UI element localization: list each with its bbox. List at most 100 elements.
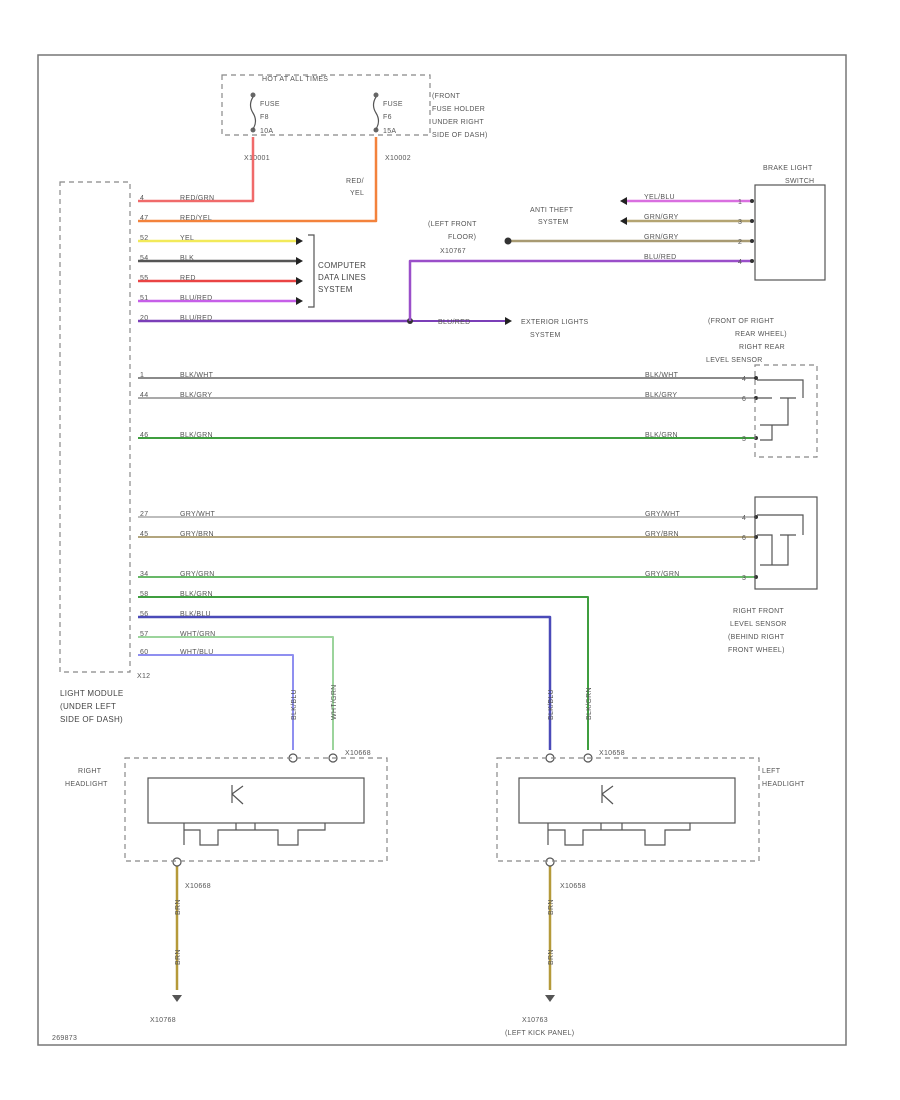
light-module-wire-color: BLK	[180, 255, 194, 262]
front-sensor-pin: 3	[742, 575, 746, 582]
light-module-wire-color: GRY/WHT	[180, 511, 215, 518]
light-module-pin-44: 44	[140, 392, 148, 399]
rear-sensor-pin-dot	[754, 376, 758, 380]
left-headlight-label-2: HEADLIGHT	[762, 781, 805, 788]
brake-wire-color: GRN/GRY	[644, 234, 679, 241]
fuse-conn-2: X10002	[385, 155, 411, 162]
light-module-wire-color: BLK/GRN	[180, 432, 213, 439]
fuse-location-2: FUSE HOLDER	[432, 106, 485, 113]
right-headlight	[124, 757, 388, 862]
rear-sensor-label-4: LEVEL SENSOR	[706, 357, 763, 364]
brake-light-switch-box	[754, 184, 826, 281]
left-headlight-ground-1: X10763	[522, 1017, 548, 1024]
light-module-pin-58: 58	[140, 591, 148, 598]
fuse-conn-1: X10001	[244, 155, 270, 162]
left-headlight-wire1-color: BLK/BLU	[548, 689, 555, 720]
fuse-location-3: UNDER RIGHT	[432, 119, 484, 126]
rear-sensor-wire-color: BLK/GRY	[645, 392, 677, 399]
fuse2-rating: 15A	[383, 128, 396, 135]
left-headlight-ground-2: (LEFT KICK PANEL)	[505, 1030, 574, 1037]
wire-right-headlight-wht-grn	[138, 636, 334, 750]
right-ground-wire-color: BRN	[175, 949, 182, 965]
anti-theft-label-2: SYSTEM	[538, 219, 569, 226]
left-front-floor-3: X10767	[440, 248, 466, 255]
light-module-pin-52: 52	[140, 235, 148, 242]
brake-label-1: BRAKE LIGHT	[763, 165, 813, 172]
light-module-pin-20: 20	[140, 315, 148, 322]
computer-label-3: SYSTEM	[318, 285, 353, 294]
brake-pin-dot	[750, 219, 754, 223]
rear-sensor-label-1: (FRONT OF RIGHT	[708, 318, 775, 325]
front-sensor-label-4: FRONT WHEEL)	[728, 647, 785, 654]
fuse-box: HOT AT ALL TIMES FUSE F8 10A FUSE F6 15A…	[221, 74, 487, 139]
light-module-wire-color: GRY/GRN	[180, 571, 215, 578]
right-headlight-conn: X10668	[345, 750, 371, 757]
wire-right-headlight-wht-blu	[138, 654, 294, 750]
wire-red-grn	[138, 137, 255, 203]
brake-arrow-icon	[620, 197, 627, 205]
left-ground-wire-color: BRN	[548, 899, 555, 915]
exterior-label-1: EXTERIOR LIGHTS	[521, 319, 589, 326]
anti-theft-label-1: ANTI THEFT	[530, 207, 574, 214]
wire-harness	[138, 137, 758, 1002]
fuse-box-title: HOT AT ALL TIMES	[262, 76, 328, 83]
left-front-floor-2: FLOOR)	[448, 234, 476, 241]
computer-arrow-icon	[296, 237, 303, 245]
fuse-wire2-color-2: YEL	[350, 190, 364, 197]
light-module-label-2: (UNDER LEFT	[60, 702, 116, 711]
light-module-pin-45: 45	[140, 531, 148, 538]
computer-arrow-icon	[296, 297, 303, 305]
light-module-pin-56: 56	[140, 611, 148, 618]
brake-wire-color: YEL/BLU	[644, 194, 675, 201]
brake-pin-dot	[750, 259, 754, 263]
light-module-pin-55: 55	[140, 275, 148, 282]
rear-sensor-pin: 6	[742, 396, 746, 403]
right-headlight-ground: X10768	[150, 1017, 176, 1024]
brake-pin-dot	[750, 239, 754, 243]
left-headlight-wire2-color: BLK/GRN	[586, 687, 593, 720]
wire-red-yel	[138, 137, 378, 223]
fuse-location-1: (FRONT	[432, 93, 461, 100]
rear-level-sensor-box	[754, 364, 818, 458]
light-module-label-3: SIDE OF DASH)	[60, 715, 123, 724]
rear-sensor-label-2: REAR WHEEL)	[735, 331, 787, 338]
computer-label-2: DATA LINES	[318, 273, 366, 282]
brake-wire-color: GRN/GRY	[644, 214, 679, 221]
right-headlight-label-1: RIGHT	[78, 768, 102, 775]
light-module-wire-color: RED/YEL	[180, 215, 212, 222]
ground-icon	[545, 995, 555, 1002]
figure-code: 269873	[52, 1035, 77, 1042]
rear-sensor-pin: 3	[742, 436, 746, 443]
light-module-wire-color: BLK/BLU	[180, 611, 211, 618]
brake-pin: 2	[738, 239, 742, 246]
light-module-pin-54: 54	[140, 255, 148, 262]
light-module-pin-47: 47	[140, 215, 148, 222]
exterior-label-2: SYSTEM	[530, 332, 561, 339]
left-headlight-label-1: LEFT	[762, 768, 781, 775]
light-module-wire-color: BLU/RED	[180, 315, 212, 322]
left-headlight	[496, 757, 760, 862]
floor-splice-dot	[504, 237, 512, 245]
light-module-pin-57: 57	[140, 631, 148, 638]
brake-pin: 3	[738, 219, 742, 226]
light-module-wire-color: BLK/WHT	[180, 372, 214, 379]
brake-pin-dot	[750, 199, 754, 203]
brake-wire-color: BLU/RED	[644, 254, 676, 261]
fuse1-number: F8	[260, 114, 269, 121]
rear-sensor-label-3: RIGHT REAR	[739, 344, 785, 351]
right-ground-wire-color: BRN	[175, 899, 182, 915]
front-sensor-wire-color: GRY/GRN	[645, 571, 680, 578]
ground-icon	[172, 995, 182, 1002]
brake-label-2: SWITCH	[785, 178, 814, 185]
wire-left-headlight-blk-grn	[138, 596, 589, 750]
light-module-label-1: LIGHT MODULE	[60, 689, 123, 698]
rear-sensor-wire-color: BLK/GRN	[645, 432, 678, 439]
light-module-pin-4: 4	[140, 195, 144, 202]
light-module-wire-color: YEL	[180, 235, 194, 242]
light-module-pin-60: 60	[140, 649, 148, 656]
exterior-wire-color: BLU/RED	[438, 319, 470, 326]
right-headlight-ground-conn: X10668	[185, 883, 211, 890]
light-module-pin-46: 46	[140, 432, 148, 439]
